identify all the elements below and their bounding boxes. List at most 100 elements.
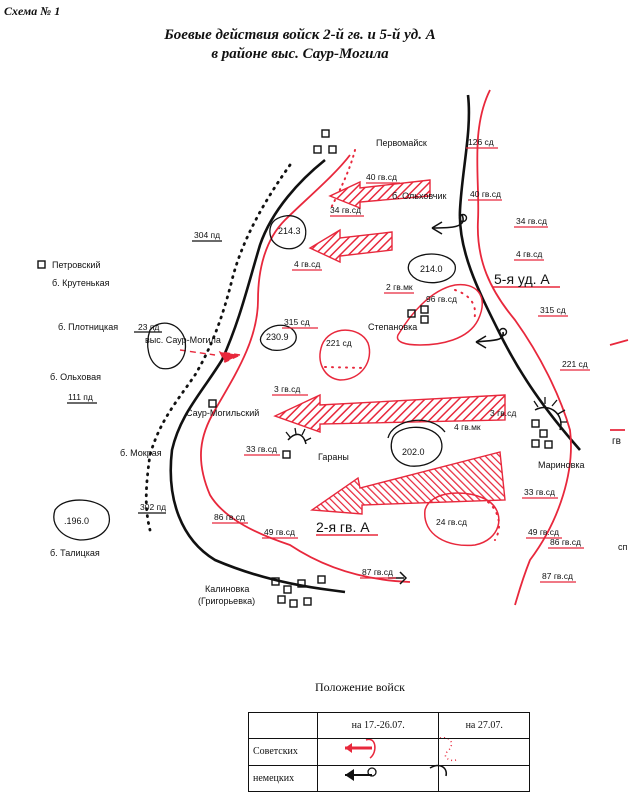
label-height-214-3: 214.3	[278, 226, 301, 236]
label-talitskaya: б. Талицкая	[50, 548, 100, 558]
label-edge-sp: сп	[618, 542, 628, 552]
unit-111pd: 111 пд	[68, 392, 93, 402]
ridge-marinovka-ticks	[533, 397, 567, 423]
unit-96gv: 96 гв.сд	[426, 294, 457, 304]
unit-4gvmk: 4 гв.мк	[454, 422, 481, 432]
legend-soviet-late-cell	[438, 738, 530, 766]
german-arrow-1	[431, 213, 468, 235]
settlement-marinovka-icon	[531, 419, 553, 449]
height-214-3-contour	[269, 215, 307, 250]
unit-49gv-west: 49 гв.сд	[264, 527, 295, 537]
settlement-pervomaysk-icon	[313, 129, 337, 154]
unit-86gv-east: 86 гв.сд	[550, 537, 581, 547]
unit-40gv-east: 40 гв.сд	[470, 189, 501, 199]
unit-4gv-east: 4 гв.сд	[516, 249, 542, 259]
soviet-area-24	[424, 492, 500, 547]
unit-34gv-west: 34 гв.сд	[330, 205, 361, 215]
unit-304pd: 304 пд	[194, 230, 220, 240]
attack-arrow-3	[273, 393, 506, 433]
label-army-2: 2-я гв. А	[316, 519, 370, 535]
german-front-west-dots	[144, 163, 292, 532]
label-saur-mogila-height: выс. Саур-Могила	[145, 335, 221, 345]
legend-german-early-cell	[316, 764, 440, 793]
unit-33gv-east: 33 гв.сд	[524, 487, 555, 497]
unit-49gv-east: 49 гв.сд	[528, 527, 559, 537]
unit-315-west: 315 сд	[284, 317, 310, 327]
soviet-front-west-inner	[329, 149, 356, 211]
unit-3gv-west: 3 гв.сд	[274, 384, 300, 394]
legend-soviet-early-cell	[316, 738, 440, 766]
label-height-202-0: 202.0	[402, 447, 425, 457]
label-grigorievka: (Григорьевка)	[198, 596, 255, 606]
unit-23pd: 23 пд	[138, 322, 159, 332]
soviet-area-96-dots	[454, 289, 476, 321]
soviet-front-east-edge	[609, 339, 629, 431]
label-height-196-0: .196.0	[64, 516, 89, 526]
soviet-area-24-dots	[487, 501, 501, 541]
label-pervomaysk: Первомайск	[376, 138, 427, 148]
legend-row-german: немецких	[248, 764, 318, 793]
unit-underlines	[67, 147, 590, 583]
soviet-area-221-dots	[324, 366, 366, 369]
saur-mogila-hill-contour	[147, 322, 187, 370]
label-army-5: 5-я уд. А	[494, 271, 550, 287]
unit-315-east: 315 сд	[540, 305, 566, 315]
label-plotnitskaya: б. Плотницкая	[58, 322, 118, 332]
unit-40gv-west: 40 гв.сд	[366, 172, 397, 182]
unit-87gv-west: 87 гв.сд	[362, 567, 393, 577]
title-line-1: Боевые действия войск 2-й гв. и 5-й уд. …	[164, 27, 436, 43]
unit-3gv-east: 3 гв.сд	[490, 408, 516, 418]
unit-221-east: 221 сд	[562, 359, 588, 369]
height-196-0-contour	[53, 499, 110, 541]
label-marinovka: Мариновка	[538, 460, 585, 470]
height-230-9-contour	[259, 324, 297, 351]
settlement-petrovsky-icon	[37, 260, 46, 269]
label-stepanovka: Степановка	[368, 322, 417, 332]
ridge-garany	[287, 433, 307, 445]
legend-col-2: на 27.07.	[438, 711, 530, 740]
settlement-garany-icon	[282, 450, 291, 459]
unit-302pd: 302 пд	[140, 502, 166, 512]
settlement-stepanovka-icon	[407, 305, 429, 324]
soviet-front-east	[476, 89, 572, 606]
soviet-area-221	[319, 329, 371, 381]
unit-34gv-east: 34 гв.сд	[516, 216, 547, 226]
soviet-front-west	[200, 154, 411, 583]
german-front-east	[458, 94, 581, 451]
height-202-0-contour	[390, 426, 443, 467]
label-saur-mogilsky: Саур-Могильский	[186, 408, 259, 418]
german-front-west	[169, 158, 346, 594]
legend-col-1: на 17.-26.07.	[316, 711, 440, 740]
label-height-214-0: 214.0	[420, 264, 443, 274]
map-title: Боевые действия войск 2-й гв. и 5-й уд. …	[100, 26, 500, 64]
label-garany: Гараны	[318, 452, 349, 462]
german-arrow-2	[475, 327, 508, 349]
settlement-kalinovka-icon	[271, 575, 326, 608]
label-mokraya: б. Мокрая	[120, 448, 162, 458]
label-olkhovchik: б. Ольховчик	[392, 191, 446, 201]
unit-4gv-west: 4 гв.сд	[294, 259, 320, 269]
attack-arrow-1	[328, 179, 431, 210]
unit-33gv-west: 33 гв.сд	[246, 444, 277, 454]
legend-table: на 17.-26.07. на 27.07. Советских немецк…	[248, 711, 530, 793]
ridge-garany-ticks	[285, 427, 312, 442]
label-krutenkaya: б. Крутенькая	[52, 278, 110, 288]
legend-corner	[248, 711, 318, 740]
soviet-area-96	[396, 283, 483, 346]
settlement-saur-mogilsky-icon	[208, 399, 217, 408]
attack-arrow-4	[309, 451, 506, 515]
label-petrovsky: Петровский	[52, 260, 100, 270]
unit-86gv-west: 86 гв.сд	[214, 512, 245, 522]
label-edge-gv: гв	[612, 436, 621, 447]
legend-title: Положение войск	[315, 680, 405, 694]
ridge-marinovka	[534, 406, 562, 431]
unit-24gv: 24 гв.сд	[436, 517, 467, 527]
height-214-0-contour	[407, 253, 456, 284]
label-olkhovaya: б. Ольховая	[50, 372, 101, 382]
height-202-0-hachures	[387, 419, 446, 439]
label-height-230-9: 230.9	[266, 332, 289, 342]
unit-87gv-east: 87 гв.сд	[542, 571, 573, 581]
unit-2gvmk: 2 гв.мк	[386, 282, 413, 292]
unit-221-west: 221 сд	[326, 338, 352, 348]
